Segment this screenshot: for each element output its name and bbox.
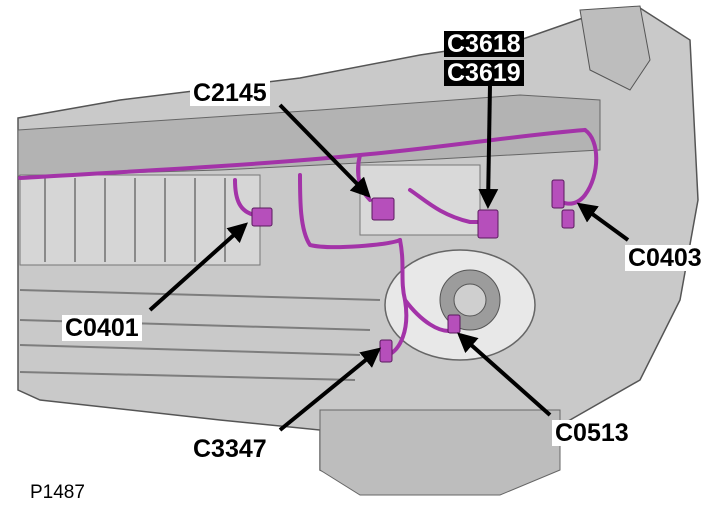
- callout-c3618: C3618: [444, 31, 524, 57]
- leader-lines: [148, 84, 630, 432]
- leader-c0403: [576, 202, 630, 242]
- callout-c3619: C3619: [444, 60, 524, 86]
- callout-c3347: C3347: [190, 436, 270, 462]
- leader-c0513: [457, 332, 552, 417]
- callout-c2145: C2145: [190, 80, 270, 106]
- callout-c0513: C0513: [552, 420, 632, 446]
- connectors: [251, 179, 575, 363]
- leader-c0401: [148, 222, 248, 312]
- leader-c3347: [278, 347, 382, 432]
- figure-reference: P1487: [30, 482, 85, 503]
- leader-c2145: [278, 103, 371, 198]
- callout-c0403: C0403: [625, 245, 705, 271]
- leader-c3618-c3619: [478, 84, 499, 209]
- callout-c0401: C0401: [62, 315, 142, 341]
